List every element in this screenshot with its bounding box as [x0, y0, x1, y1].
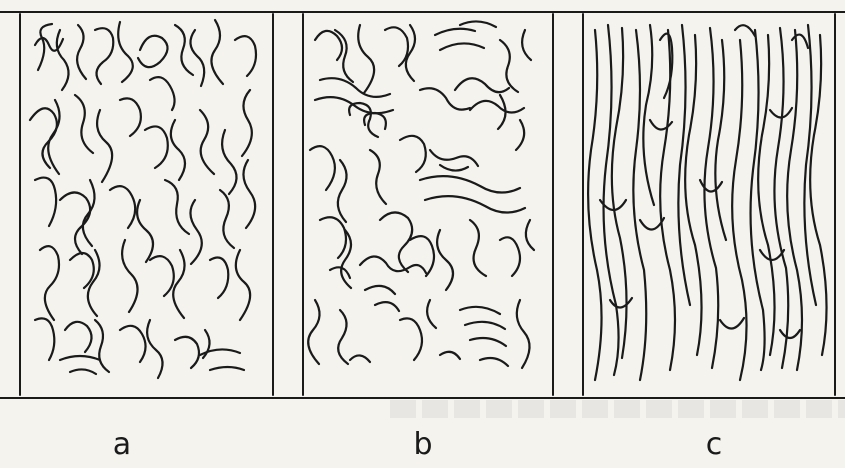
panel-b-pattern	[308, 21, 534, 368]
panel-label-b: b	[403, 428, 443, 462]
panel-label-a: a	[102, 428, 142, 462]
panel-label-c: c	[694, 428, 734, 462]
panel-a-pattern	[30, 20, 256, 378]
panel-c-pattern	[588, 25, 826, 380]
